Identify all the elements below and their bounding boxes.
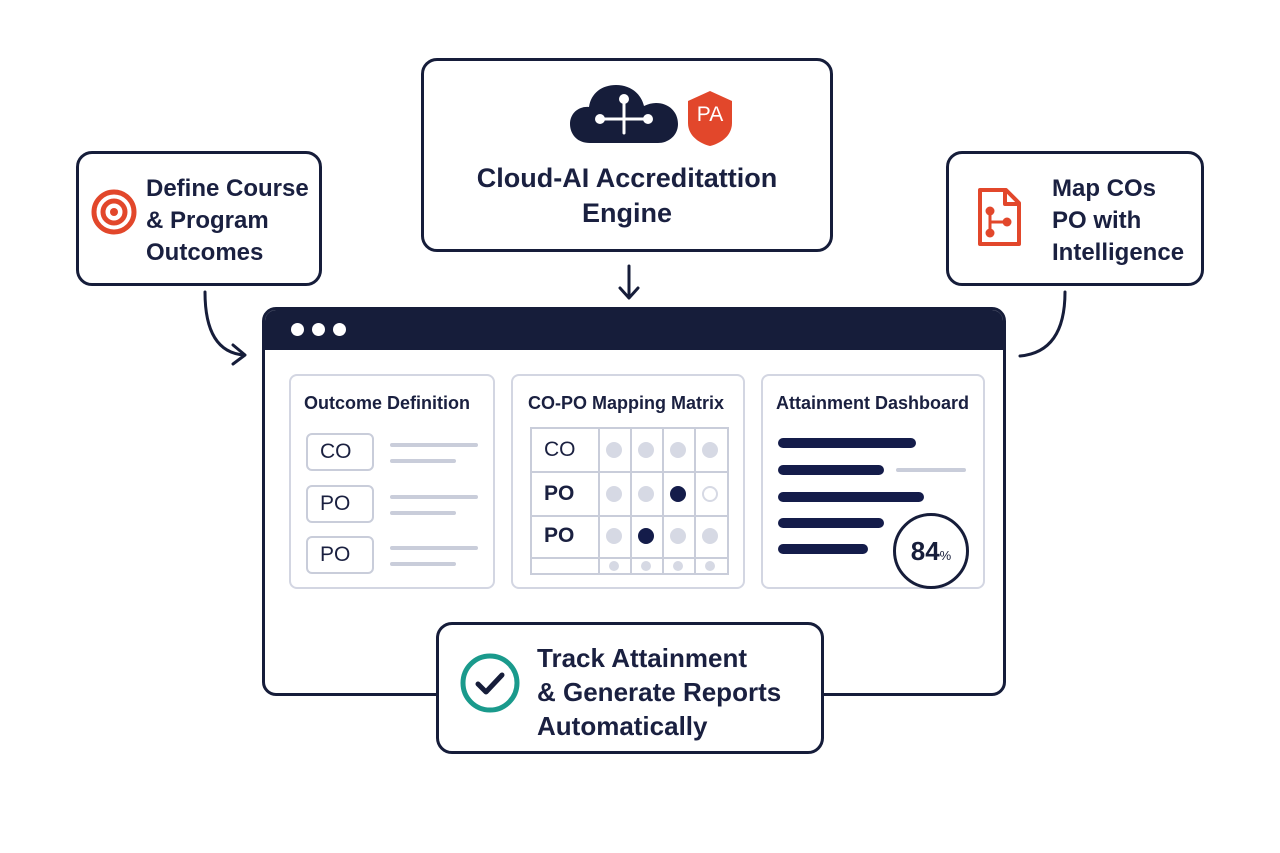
target-icon — [91, 189, 137, 235]
matrix-hline-2 — [532, 515, 727, 517]
track-attainment-node: Track Attainment & Generate Reports Auto… — [436, 622, 824, 754]
window-titlebar — [265, 310, 1003, 350]
matrix-hline-1 — [532, 471, 727, 473]
outcome-row-1-line-a — [390, 443, 478, 447]
dashboard-bar-5 — [778, 544, 868, 554]
matrix-vline-2 — [630, 429, 632, 573]
matrix-cell-dot — [702, 486, 718, 502]
check-circle-icon — [460, 653, 520, 713]
matrix-cell-dot — [705, 561, 715, 571]
dashboard-bar-4 — [778, 518, 884, 528]
matrix-cell-dot — [641, 561, 651, 571]
dashboard-bar-2 — [778, 465, 884, 475]
attainment-dashboard-title: Attainment Dashboard — [776, 393, 970, 413]
matrix-cell-dot — [606, 442, 622, 458]
mapping-matrix-grid: CO PO PO — [530, 427, 729, 575]
map-cos-line-3: Intelligence — [1052, 239, 1185, 266]
matrix-cell-dot — [606, 528, 622, 544]
outcome-definition-title: Outcome Definition — [304, 393, 470, 413]
outcome-row-2-line-b — [390, 511, 456, 515]
define-outcomes-line-2: & Program — [146, 207, 269, 234]
matrix-cell-dot — [702, 528, 718, 544]
matrix-vline-1 — [598, 429, 600, 573]
matrix-hline-3 — [532, 557, 727, 559]
outcome-definition-panel: Outcome Definition CO PO PO — [289, 374, 495, 589]
matrix-row-label-po-1: PO — [544, 482, 575, 505]
matrix-cell-dot — [670, 528, 686, 544]
attainment-percent-circle: 84% — [893, 513, 969, 589]
matrix-cell-dot — [702, 442, 718, 458]
outcome-row-co: CO — [306, 433, 374, 471]
matrix-cell-dot-mapped — [670, 486, 686, 502]
matrix-cell-dot — [609, 561, 619, 571]
engine-node: PA Cloud-AI Accreditattion Engine — [421, 58, 833, 252]
matrix-cell-dot — [670, 442, 686, 458]
outcome-row-3-line-a — [390, 546, 478, 550]
map-cos-line-2: PO with — [1052, 207, 1142, 234]
attainment-dashboard-panel: Attainment Dashboard 84% — [761, 374, 985, 589]
matrix-vline-4 — [694, 429, 696, 573]
matrix-cell-dot — [638, 486, 654, 502]
outcome-row-po-1: PO — [306, 485, 374, 523]
attainment-unit: % — [939, 548, 952, 563]
track-attainment-label: Track Attainment & Generate Reports Auto… — [537, 641, 781, 743]
map-cos-node: Map COs PO with Intelligence — [946, 151, 1204, 286]
define-outcomes-label: Define Course & Program Outcomes — [146, 173, 309, 269]
outcome-row-2-line-a — [390, 495, 478, 499]
window-dot-3 — [333, 323, 346, 336]
right-connector-line — [1018, 290, 1067, 358]
left-connector-arrow — [203, 290, 246, 357]
matrix-cell-dot — [638, 442, 654, 458]
mapping-matrix-title: CO-PO Mapping Matrix — [528, 393, 725, 413]
attainment-value: 84 — [910, 536, 940, 566]
matrix-cell-dot — [606, 486, 622, 502]
track-attainment-line-1: Track Attainment — [537, 643, 747, 673]
mapping-matrix-panel: CO-PO Mapping Matrix CO PO PO — [511, 374, 745, 589]
dashboard-bar-3 — [778, 492, 924, 502]
dashboard-bar-1 — [778, 438, 916, 448]
outcome-row-1-line-b — [390, 459, 456, 463]
window-dot-2 — [312, 323, 325, 336]
cloud-network-icon — [570, 85, 678, 143]
map-cos-label: Map COs PO with Intelligence — [1052, 173, 1184, 269]
outcome-row-3-line-b — [390, 562, 456, 566]
matrix-row-label-co: CO — [544, 438, 576, 461]
define-outcomes-line-3: Outcomes — [146, 239, 264, 266]
matrix-row-label-po-2: PO — [544, 524, 575, 547]
track-attainment-line-3: Automatically — [537, 711, 708, 741]
pa-badge-text: PA — [696, 103, 724, 126]
outcome-row-po-2: PO — [306, 536, 374, 574]
track-attainment-line-2: & Generate Reports — [537, 677, 782, 707]
define-outcomes-node: Define Course & Program Outcomes — [76, 151, 322, 286]
map-cos-line-1: Map COs — [1052, 175, 1157, 202]
shield-badge-icon: PA — [684, 89, 736, 147]
document-network-icon — [978, 188, 1021, 246]
engine-title: Cloud-AI Accreditattion Engine — [476, 163, 778, 228]
matrix-cell-dot-mapped — [638, 528, 654, 544]
dashboard-bar-2-track — [896, 468, 966, 472]
define-outcomes-line-1: Define Course — [146, 175, 309, 202]
window-dot-1 — [291, 323, 304, 336]
matrix-cell-dot — [673, 561, 683, 571]
matrix-vline-3 — [662, 429, 664, 573]
